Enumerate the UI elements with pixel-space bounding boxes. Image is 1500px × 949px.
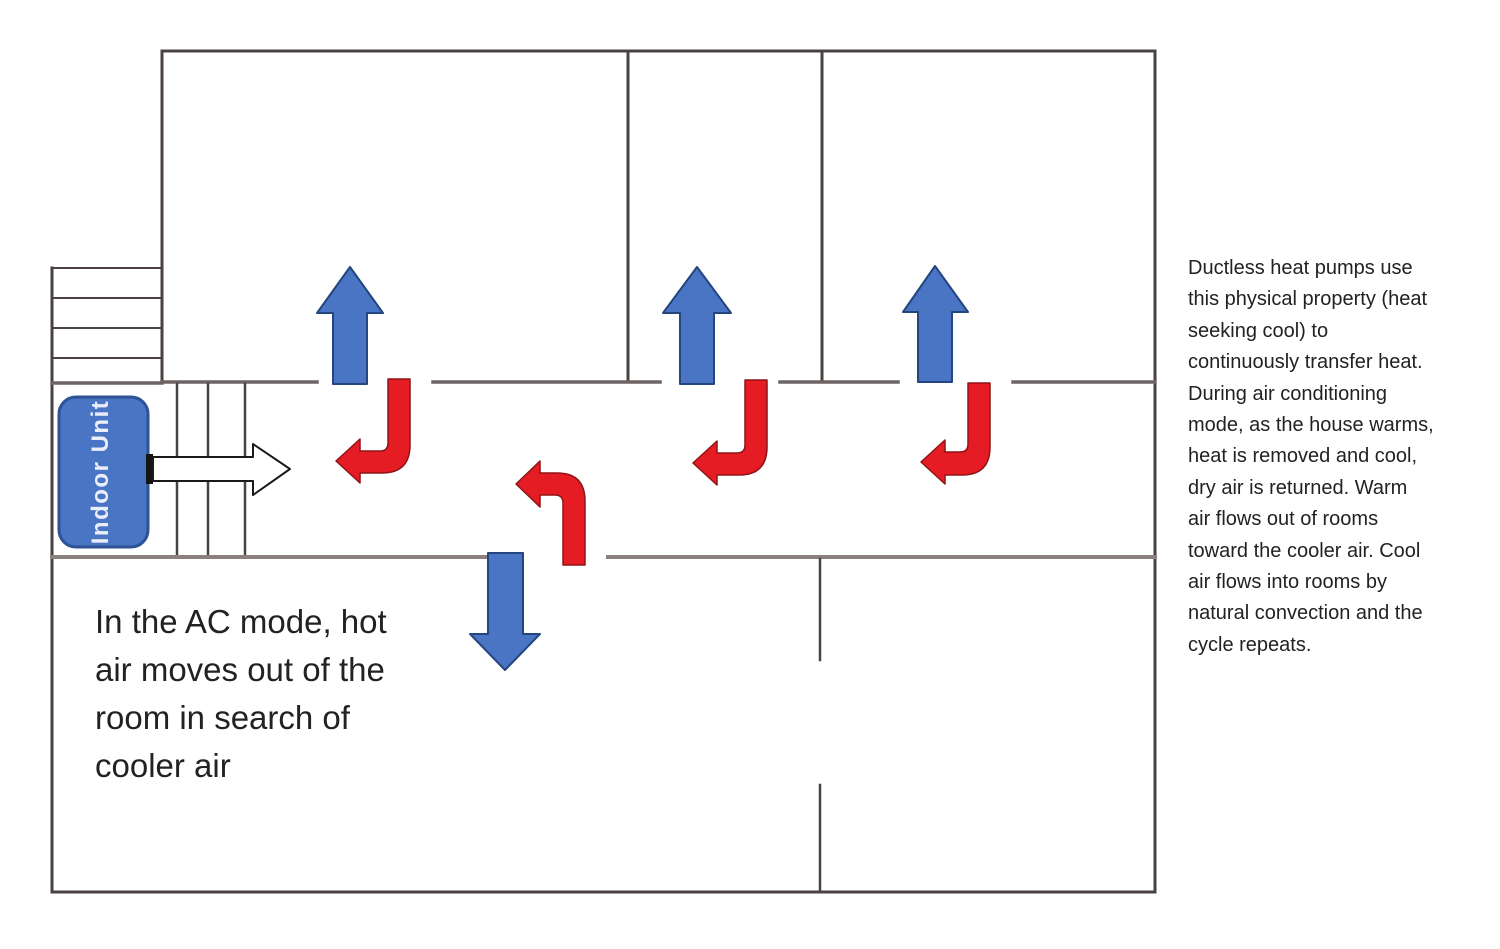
indoor-unit-outflow-arrow-icon [152, 443, 291, 496]
warm-air-return-arrow-icon-1 [335, 378, 411, 484]
paragraph-line: air flows into rooms by [1188, 571, 1387, 594]
paragraph-line: heat is removed and cool, [1188, 445, 1418, 468]
paragraph-line: natural convection and the [1188, 602, 1423, 625]
paragraph-line: During air conditioning [1188, 382, 1388, 405]
indoor-unit-label: Indoor Unit [87, 400, 114, 544]
caption-line: In the AC mode, hot [95, 603, 387, 640]
caption-line: cooler air [95, 747, 231, 784]
paragraph-line: this physical property (heat [1188, 288, 1428, 311]
warm-air-return-arrow-icon-center [515, 460, 586, 566]
heat-pump-explanation: Ductless heat pumps use this physical pr… [1188, 253, 1488, 661]
paragraph-line: toward the cooler air. Cool [1188, 539, 1421, 562]
caption-line: room in search of [95, 699, 350, 736]
paragraph-line: Ductless heat pumps use [1188, 257, 1413, 279]
paragraph-line: cycle repeats. [1188, 633, 1312, 656]
cool-air-up-arrow-icon-room3 [902, 265, 969, 383]
paragraph-line: continuously transfer heat. [1188, 351, 1423, 374]
paragraph-line: mode, as the house warms, [1188, 414, 1434, 437]
paragraph-line: air flows out of rooms [1188, 508, 1379, 531]
unit-wall-connector [146, 454, 153, 484]
ac-mode-caption: In the AC mode, hot air moves out of the… [95, 598, 387, 790]
paragraph-line: seeking cool) to [1188, 319, 1329, 342]
cool-air-up-arrow-icon-room1 [316, 266, 384, 385]
caption-line: air moves out of the [95, 651, 385, 688]
cool-air-up-arrow-icon-room2 [662, 266, 732, 385]
warm-air-return-arrow-icon-2 [692, 379, 768, 486]
cool-air-down-arrow-icon [469, 552, 541, 671]
paragraph-line: dry air is returned. Warm [1188, 476, 1408, 499]
warm-air-return-arrow-icon-3 [920, 382, 991, 485]
